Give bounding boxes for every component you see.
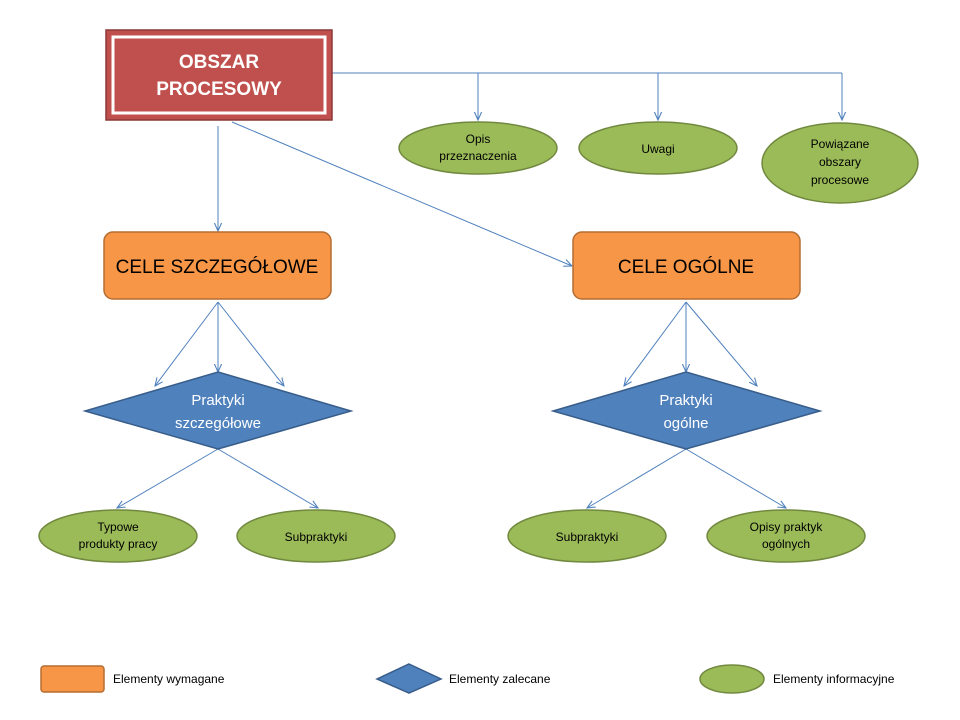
info-notes-line1: Uwagi bbox=[641, 142, 674, 156]
specific-practices-diamond: Praktyki szczegółowe bbox=[82, 371, 354, 450]
legend-required-label: Elementy wymagane bbox=[113, 672, 225, 686]
legend-required-swatch bbox=[40, 665, 105, 693]
info-subpractices-left: Subpraktyki bbox=[236, 509, 396, 563]
connector-gp-to-subpractices bbox=[587, 448, 687, 508]
generic-practices-diamond: Praktyki ogólne bbox=[550, 371, 823, 450]
info-related-line1: Powiązane bbox=[811, 137, 870, 151]
legend-informative-swatch bbox=[699, 664, 765, 694]
info-purpose-line2: przeznaczenia bbox=[439, 149, 517, 163]
info-related-line2: obszary bbox=[819, 155, 861, 169]
connectors bbox=[117, 72, 842, 508]
info-generic-descriptions-line1: Opisy praktyk bbox=[750, 520, 824, 534]
legend-expected-label: Elementy zalecane bbox=[449, 672, 551, 686]
legend-required: Elementy wymagane bbox=[40, 665, 225, 693]
legend-informative-label: Elementy informacyjne bbox=[773, 672, 895, 686]
process-area-title-line1: OBSZAR bbox=[179, 52, 260, 73]
info-subpractices-right-line1: Subpraktyki bbox=[556, 530, 619, 544]
specific-practices-line2: szczegółowe bbox=[175, 415, 261, 432]
info-work-products: Typowe produkty pracy bbox=[38, 509, 198, 563]
connector-gg-to-gp-left bbox=[624, 301, 687, 386]
legend: Elementy wymagane Elementy zalecane Elem… bbox=[40, 663, 895, 694]
legend-expected: Elementy zalecane bbox=[375, 663, 551, 694]
connector-gp-to-generic-descriptions bbox=[685, 448, 786, 508]
specific-goals-box: CELE SZCZEGÓŁOWE bbox=[103, 231, 332, 300]
generic-goals-label: CELE OGÓLNE bbox=[618, 256, 754, 278]
info-related-areas: Powiązane obszary procesowe bbox=[761, 122, 919, 204]
info-subpractices-left-line1: Subpraktyki bbox=[285, 530, 348, 544]
legend-informative: Elementy informacyjne bbox=[699, 664, 895, 694]
generic-goals-box: CELE OGÓLNE bbox=[572, 231, 801, 300]
info-purpose: Opis przeznaczenia bbox=[398, 121, 558, 175]
info-subpractices-right: Subpraktyki bbox=[507, 509, 667, 563]
connector-sp-to-work-products bbox=[117, 448, 219, 508]
info-work-products-line1: Typowe bbox=[97, 520, 139, 534]
info-work-products-line2: produkty pracy bbox=[79, 537, 158, 551]
generic-practices-line1: Praktyki bbox=[659, 392, 712, 409]
connector-gg-to-gp-right bbox=[685, 301, 757, 386]
legend-expected-swatch bbox=[375, 663, 443, 694]
connector-sp-to-subpractices bbox=[217, 448, 318, 508]
connector-sg-to-sp-right bbox=[217, 301, 284, 386]
connector-to-generic-goals bbox=[231, 121, 572, 266]
connector-sg-to-sp-left bbox=[155, 301, 219, 386]
generic-practices-line2: ogólne bbox=[663, 415, 708, 432]
info-notes: Uwagi bbox=[578, 121, 738, 175]
info-generic-descriptions: Opisy praktyk ogólnych bbox=[706, 509, 866, 563]
info-related-line3: procesowe bbox=[811, 173, 869, 187]
specific-practices-line1: Praktyki bbox=[191, 392, 244, 409]
process-area-title-line2: PROCESOWY bbox=[156, 79, 282, 100]
specific-goals-label: CELE SZCZEGÓŁOWE bbox=[116, 256, 319, 278]
info-purpose-line1: Opis bbox=[466, 132, 491, 146]
info-generic-descriptions-line2: ogólnych bbox=[762, 537, 810, 551]
process-area-box: OBSZAR PROCESOWY bbox=[105, 29, 333, 121]
